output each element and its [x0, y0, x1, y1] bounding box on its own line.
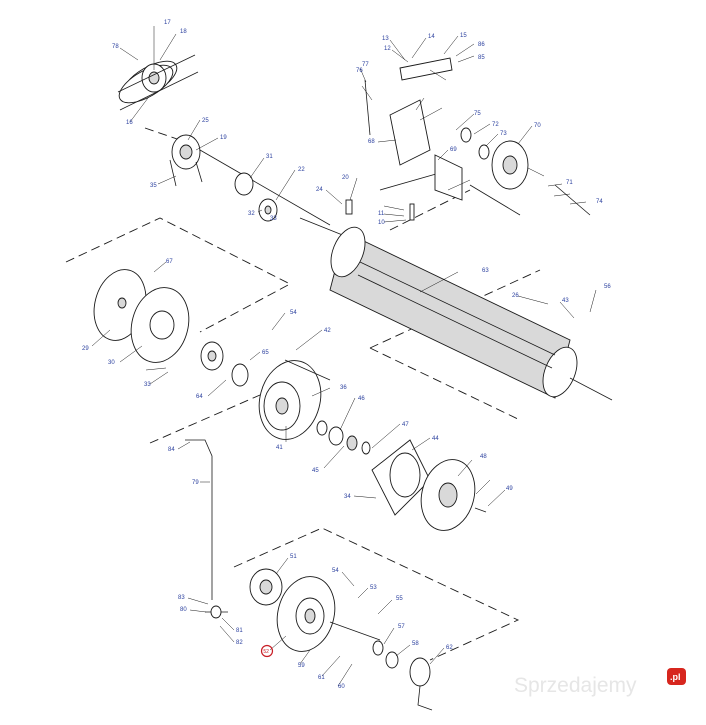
callout-label: 83 [178, 595, 185, 601]
callout-label: 65 [262, 350, 269, 356]
callout-labels: 17 78 18 16 25 19 35 31 22 32 33 13 14 1… [82, 20, 611, 690]
callout-label: 44 [432, 436, 439, 442]
callout-label: 32 [248, 211, 255, 217]
right-housing [371, 439, 487, 531]
callout-label: 17 [164, 20, 171, 26]
callout-label: 19 [220, 135, 227, 141]
callout-label: 26 [512, 293, 519, 299]
callout-label: 57 [398, 624, 405, 630]
callout-label: 61 [318, 675, 325, 681]
callout-label: 10 [378, 220, 385, 226]
shift-rod [185, 439, 228, 619]
callout-label: 48 [480, 454, 487, 460]
callout-label: 78 [112, 44, 119, 50]
callout-label: 16 [126, 120, 133, 126]
callout-label: 84 [168, 447, 175, 453]
callout-label: 73 [500, 131, 507, 137]
callout-label: 24 [316, 187, 323, 193]
callout-label: 62 [446, 645, 453, 651]
callout-label: 63 [482, 268, 489, 274]
callout-label: 72 [492, 122, 499, 128]
callout-label: 42 [324, 328, 331, 334]
callout-label: 68 [368, 139, 375, 145]
bearing-row [316, 420, 371, 455]
callout-label: 11 [378, 211, 385, 217]
callout-label: 53 [370, 585, 377, 591]
bottom-brake-group [249, 568, 433, 711]
callout-label: 14 [428, 34, 435, 40]
callout-label: 41 [276, 445, 283, 451]
callout-label: 46 [358, 396, 365, 402]
callout-label: 30 [108, 360, 115, 366]
callout-label: 18 [180, 29, 187, 35]
watermark-text: Sprzedajemy [514, 674, 637, 697]
callout-label: 69 [450, 147, 457, 153]
callout-label: 75 [474, 111, 481, 117]
callout-label: 86 [478, 42, 485, 48]
group-outlines [65, 127, 541, 661]
callout-label: 59 [298, 663, 305, 669]
callout-label: 85 [478, 55, 485, 61]
callout-label: 54 [290, 310, 297, 316]
callout-label: 33 [270, 216, 277, 222]
main-roller [299, 217, 613, 401]
callout-label: 64 [196, 394, 203, 400]
callout-label: 80 [180, 607, 187, 613]
callout-label: 47 [402, 422, 409, 428]
leader-lines [91, 26, 597, 687]
callout-label: 81 [236, 628, 243, 634]
callout-label: 71 [566, 180, 573, 186]
callout-label: 45 [312, 468, 319, 474]
callout-label: 74 [596, 199, 603, 205]
callout-label: 77 [362, 62, 369, 68]
highlight-marker: 52 [260, 644, 274, 658]
watermark-badge [667, 668, 686, 685]
callout-label: 70 [534, 123, 541, 129]
callout-label: 54 [332, 568, 339, 574]
callout-label: 55 [396, 596, 403, 602]
callout-label: 33 [144, 382, 151, 388]
callout-label: 51 [290, 554, 297, 560]
callout-label: 35 [150, 183, 157, 189]
watermark: Sprzedajemy .pl [514, 668, 686, 697]
callout-label: 34 [344, 494, 351, 500]
callout-label: 60 [338, 684, 345, 690]
callout-label: 43 [562, 298, 569, 304]
callout-label: 79 [192, 480, 199, 486]
left-disc-group [93, 269, 331, 440]
motor-bracket-assembly [345, 57, 591, 221]
highlight-circle [260, 644, 274, 658]
callout-label: 22 [298, 167, 305, 173]
callout-label: 13 [382, 36, 389, 42]
upper-belt-assembly [117, 54, 331, 226]
callout-label: 76 [356, 68, 363, 74]
callout-label: 25 [202, 118, 209, 124]
callout-label: 29 [82, 346, 89, 352]
callout-label: 31 [266, 154, 273, 160]
callout-label: 82 [236, 640, 243, 646]
callout-label: 49 [506, 486, 513, 492]
callout-label: 56 [604, 284, 611, 290]
highlight-label: 52 [263, 649, 269, 655]
watermark-badge-text: .pl [670, 672, 681, 682]
callout-label: 67 [166, 259, 173, 265]
callout-label: 36 [340, 385, 347, 391]
callout-label: 58 [412, 641, 419, 647]
callout-label: 20 [342, 175, 349, 181]
callout-label: 15 [460, 33, 467, 39]
callout-label: 12 [384, 46, 391, 52]
